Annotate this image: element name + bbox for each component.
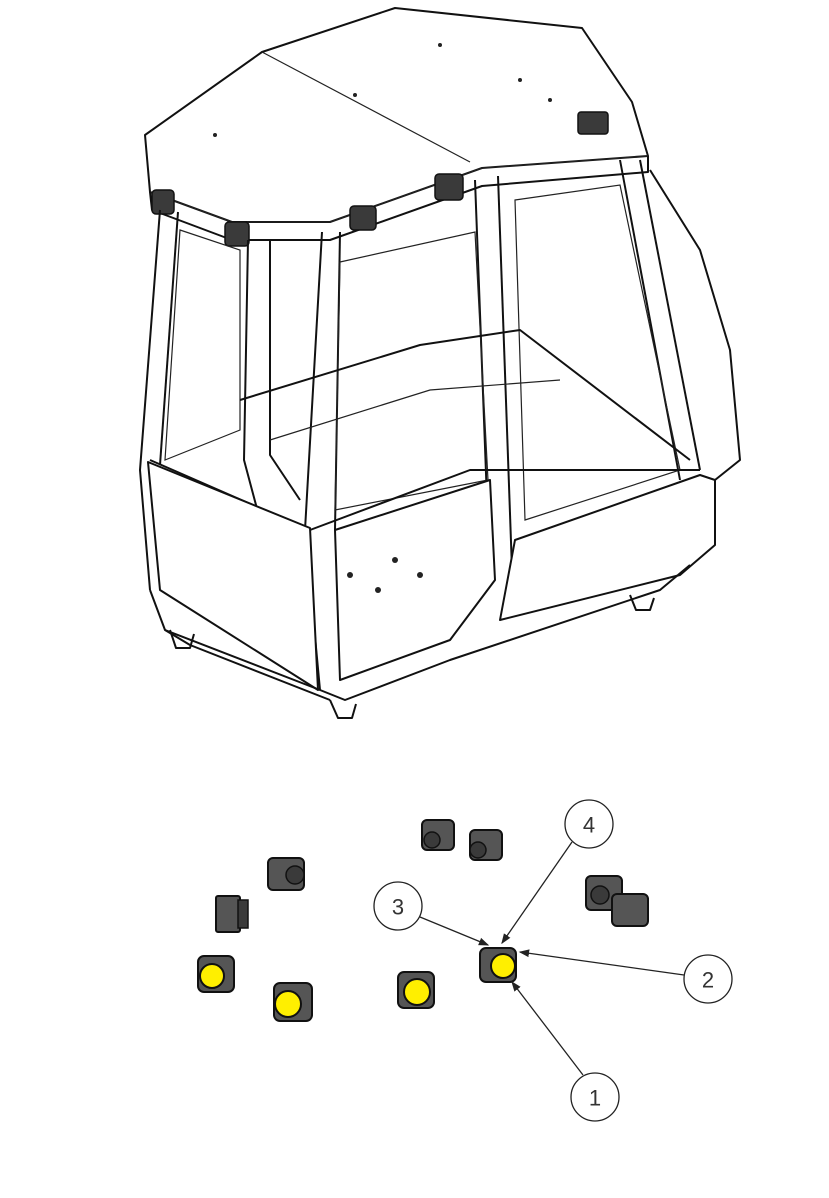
callout-3: 3 bbox=[373, 881, 423, 931]
callout-4: 4 bbox=[564, 799, 614, 849]
leader-line-2 bbox=[518, 949, 685, 976]
callout-1: 1 bbox=[570, 1072, 620, 1122]
work-lamp-rear bbox=[267, 857, 305, 891]
callout-label: 2 bbox=[702, 968, 714, 993]
work-lamp-rear bbox=[421, 819, 455, 851]
operator-cab-drawing bbox=[139, 7, 741, 719]
work-lamp-front bbox=[273, 982, 313, 1022]
cab-lower-door bbox=[334, 479, 496, 681]
work-lamp-rear bbox=[585, 875, 649, 927]
roof-lamps bbox=[151, 111, 609, 247]
cab-roof bbox=[144, 7, 649, 223]
callout-label: 3 bbox=[392, 895, 404, 920]
work-lamp-front bbox=[197, 955, 235, 993]
leader-line-1 bbox=[511, 980, 584, 1076]
leader-line-4 bbox=[501, 841, 573, 945]
callout-label: 4 bbox=[583, 813, 595, 838]
cab-lower-side bbox=[499, 474, 716, 621]
leader-line-3 bbox=[419, 916, 490, 946]
lamp-parts bbox=[197, 819, 649, 1022]
callout-label: 1 bbox=[589, 1086, 601, 1111]
callout-2: 2 bbox=[683, 954, 733, 1004]
work-lamp-front bbox=[397, 971, 435, 1009]
work-lamp-rear bbox=[469, 829, 503, 861]
work-lamp-callout-target bbox=[479, 947, 517, 983]
work-lamp-side bbox=[215, 895, 249, 933]
